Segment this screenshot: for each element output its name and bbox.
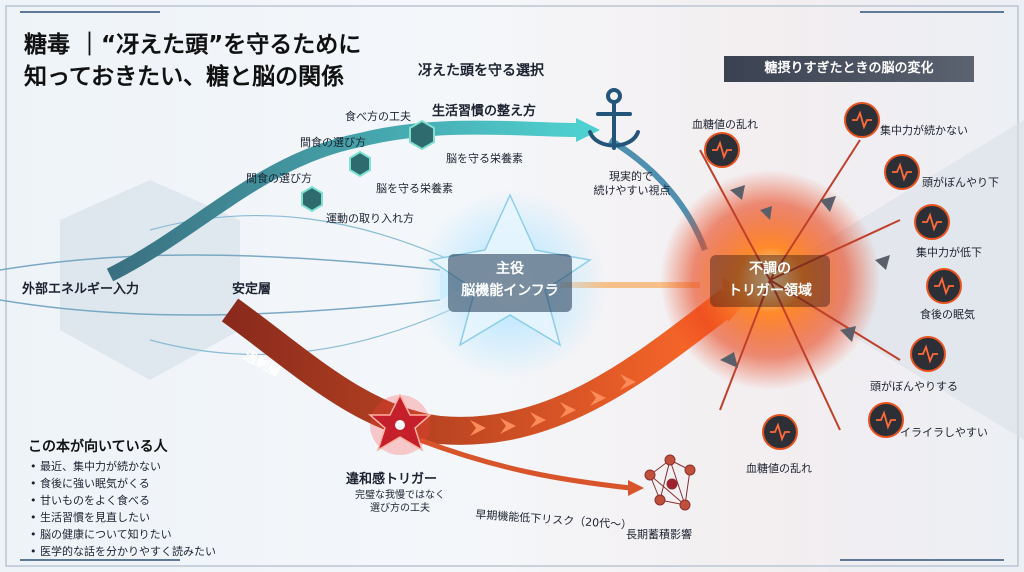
chevron-arrows	[470, 374, 636, 436]
long-term-label: 長期蓄積影響	[626, 528, 692, 541]
effect-icon	[926, 268, 962, 304]
right-header: 糖摂りすぎたときの脳の変化	[724, 56, 974, 82]
effect-label: 集中力が低下	[916, 246, 982, 259]
habits-teal-band	[106, 120, 581, 282]
anchor-label-line1: 現実的で	[609, 170, 653, 183]
milestone-hexagon-icon	[409, 119, 435, 151]
audience-list: 最近、集中力が続かない 食後に強い眠気がくる 甘いものをよく食べる 生活習慣を見…	[30, 458, 216, 560]
effect-label: 食後の眠気	[920, 308, 975, 321]
effect-label: 血糖値の乱れ	[692, 118, 758, 131]
discomfort-sub2: 選び方の工夫	[370, 503, 430, 514]
background-rays	[760, 120, 1024, 440]
milestone-hexagon-icon	[349, 150, 371, 178]
flow-line	[0, 299, 441, 316]
milestone-hexagon-icon	[301, 185, 323, 213]
trouble-label-line2: トリガー領域	[728, 283, 812, 299]
effect-icon	[868, 402, 904, 438]
center-label-bg	[448, 254, 572, 312]
center-label-line2: 脳機能インフラ	[461, 283, 559, 299]
habits-nutrient-label: 脳を守る栄養素	[446, 152, 523, 165]
page-title-line2: 知っておきたい、糖と脳の関係	[24, 64, 345, 90]
early-risk-arrow-head	[628, 480, 644, 496]
effect-label: 頭がぼんやりする	[870, 380, 958, 393]
center-label-line1: 主役	[496, 261, 524, 277]
habits-snack-label: 間食の選び方	[300, 136, 366, 149]
effect-label: 集中力が続かない	[880, 124, 968, 137]
habits-main-label: 生活習慣の整え方	[432, 104, 537, 119]
effect-icon	[910, 336, 946, 372]
habits-nutrient-label: 脳を守る栄養素	[376, 182, 453, 195]
discomfort-title: 違和感トリガー	[346, 472, 438, 487]
frame-accents	[20, 11, 1004, 561]
habits-eating-label: 食べ方の工夫	[345, 110, 411, 123]
excess-layer-band	[221, 288, 739, 445]
effect-icon	[884, 154, 920, 190]
habits-exercise-label: 運動の取り入れ方	[326, 212, 414, 225]
network-icon	[644, 454, 696, 511]
discomfort-star-icon	[367, 393, 433, 455]
audience-item: 脳の健康について知りたい	[30, 526, 216, 543]
anchor-label-line2: 続けやすい視点	[593, 184, 671, 197]
audience-item: 最近、集中力が続かない	[30, 458, 216, 475]
trouble-label-bg	[710, 255, 830, 307]
audience-item: 医学的な話を分かりやすく読みたい	[30, 543, 216, 560]
top-selection-label: 冴えた頭を守る選択	[418, 63, 544, 79]
burst-rays	[699, 139, 901, 431]
audience-item: 生活習慣を見直したい	[30, 509, 216, 526]
anchor-icon	[588, 88, 640, 150]
flow-line	[0, 254, 441, 271]
page-title-line1: 糖毒 ｜“冴えた頭”を守るために	[24, 32, 362, 58]
audience-title: この本が向いている人	[28, 439, 168, 455]
effect-label: 頭がぼんやり下	[922, 176, 999, 189]
effect-icon	[704, 132, 740, 168]
audience-item: 甘いものをよく食べる	[30, 492, 216, 509]
early-risk-band	[419, 437, 631, 491]
trouble-label-line1: 不調の	[749, 261, 791, 277]
audience-item: 食後に強い眠気がくる	[30, 475, 216, 492]
stable-layer-label: 安定層	[232, 282, 272, 297]
external-input-label: 外部エネルギー入力	[22, 282, 140, 297]
effect-icon	[762, 414, 798, 450]
effect-label: イライラしやすい	[900, 426, 988, 439]
debris-fragments	[720, 185, 890, 368]
effect-icon	[844, 102, 880, 138]
habits-snack-label: 間食の選び方	[246, 172, 312, 185]
habits-arrow-head	[576, 118, 600, 142]
effect-label: 血糖値の乱れ	[746, 462, 812, 475]
effect-icon	[914, 204, 950, 240]
discomfort-sub1: 完璧な我慢ではなく	[355, 490, 445, 501]
